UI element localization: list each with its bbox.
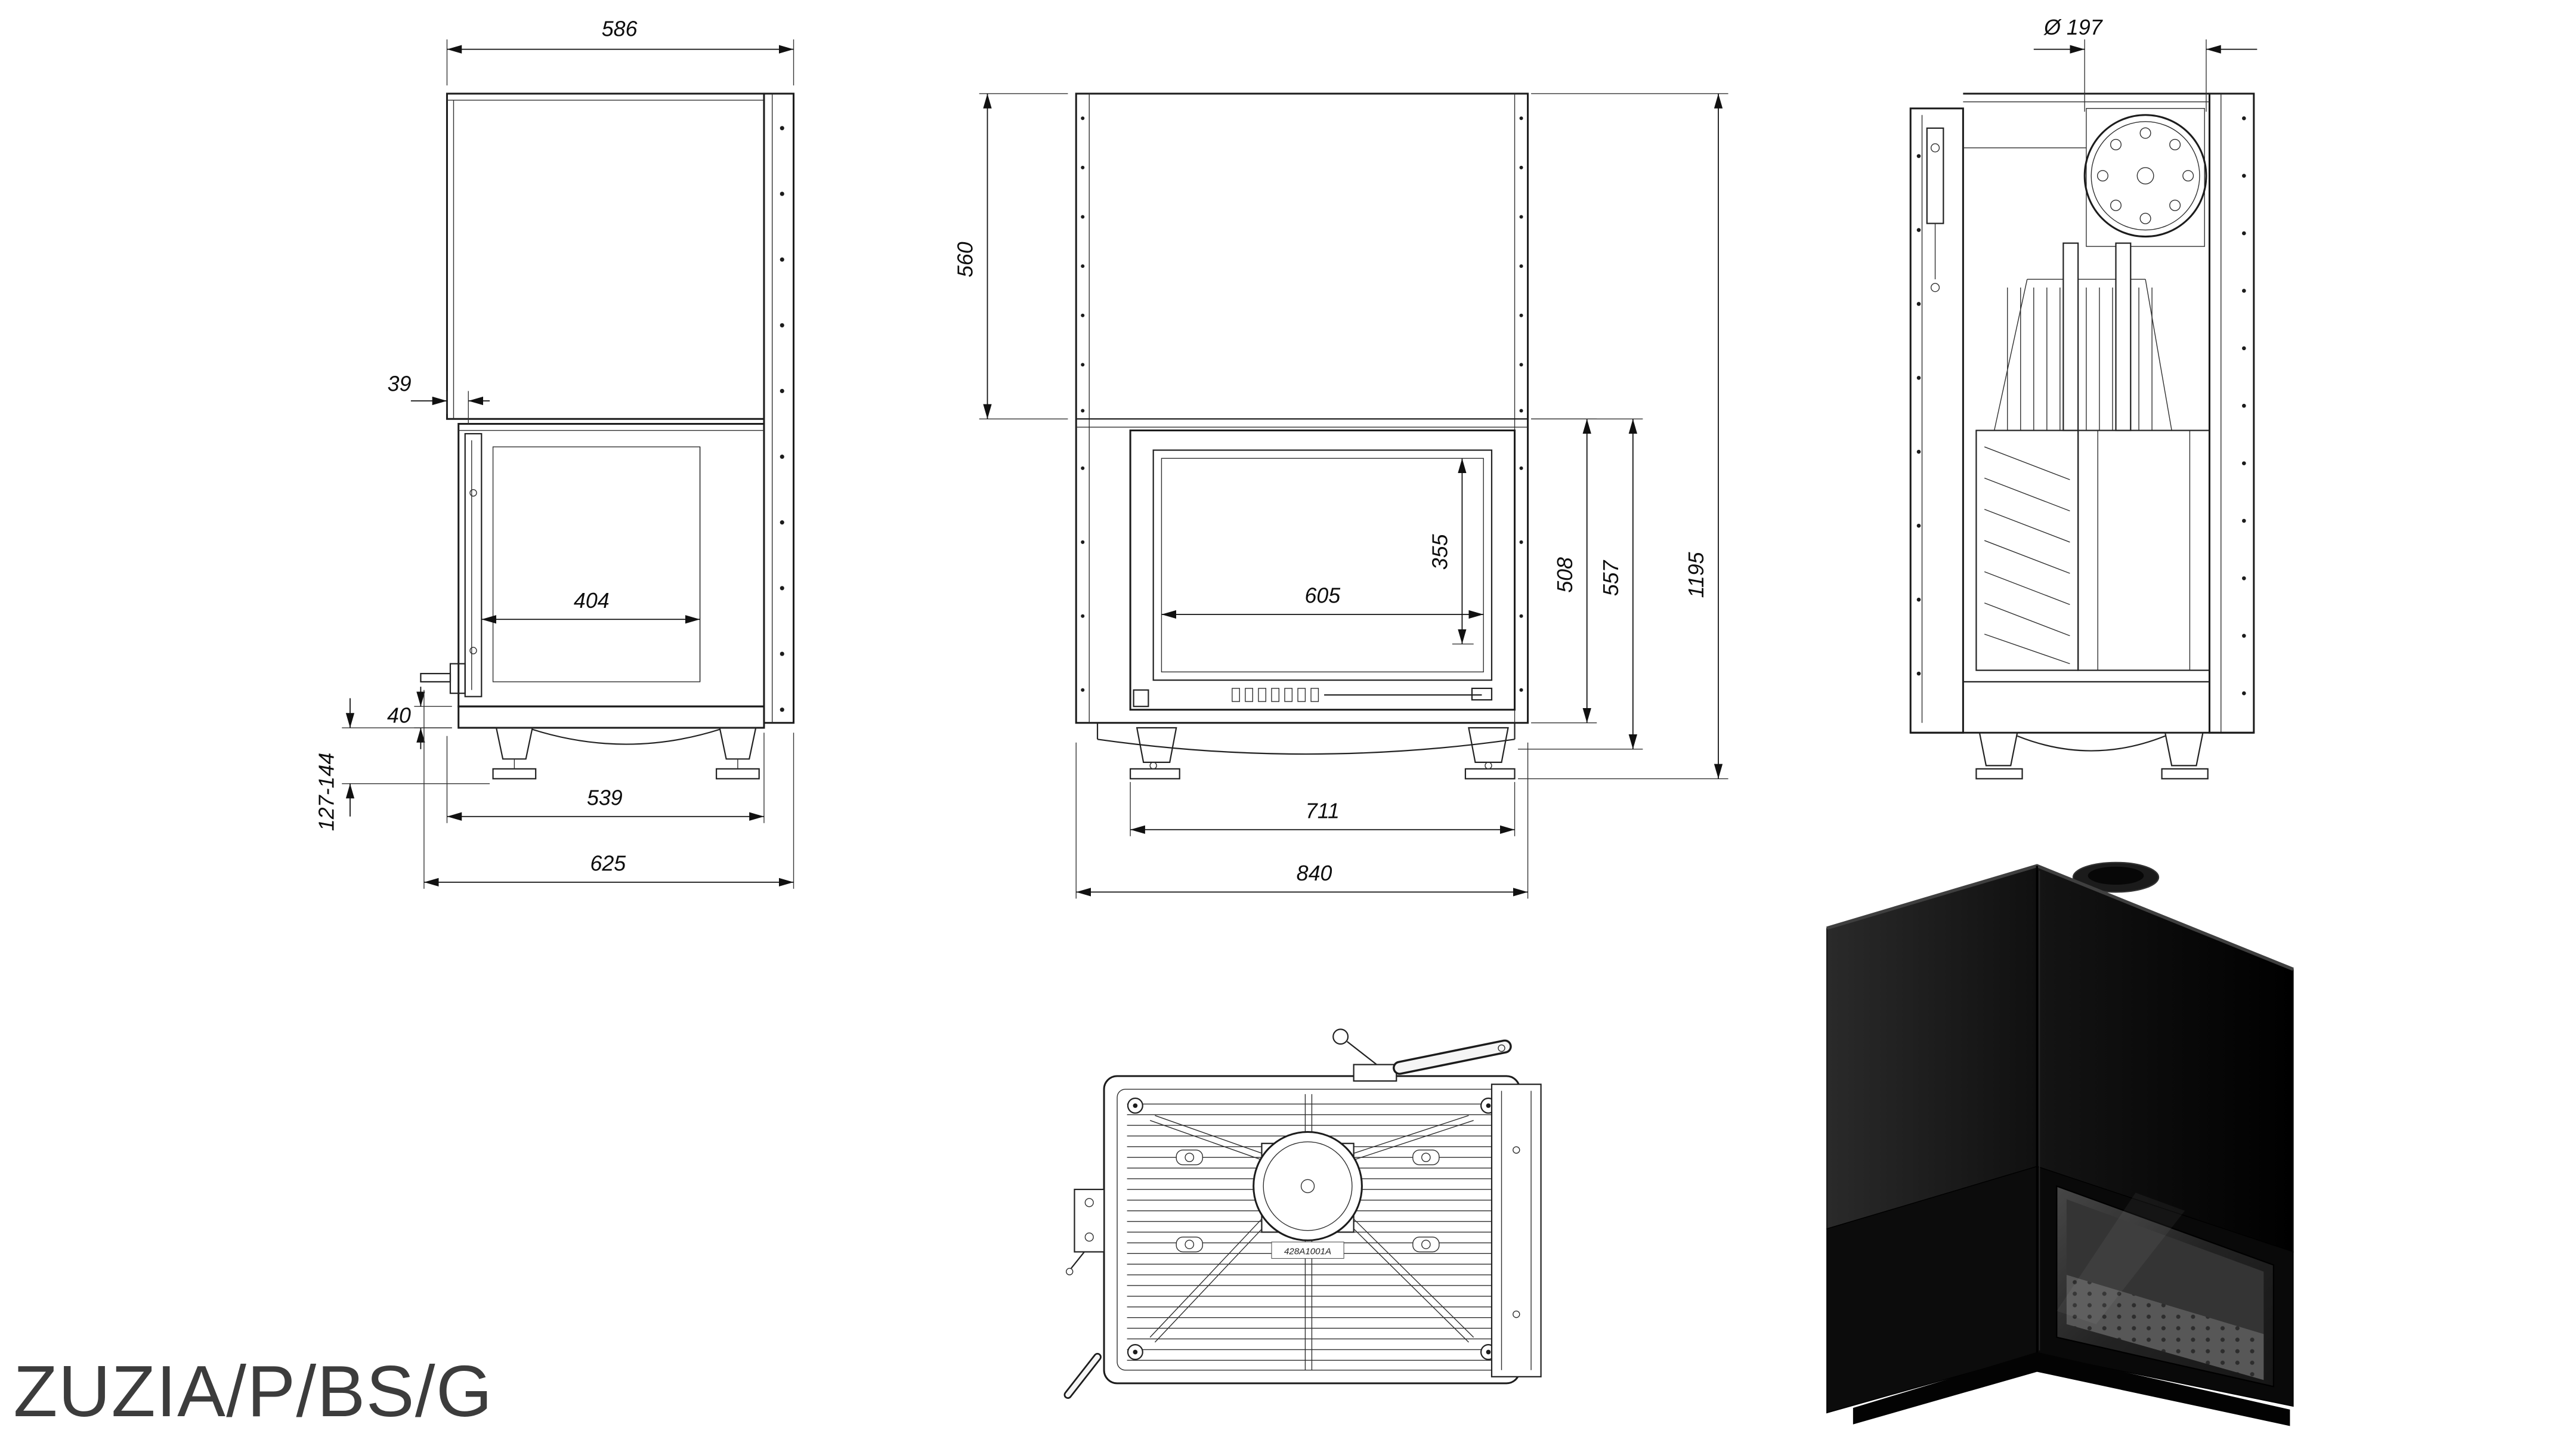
side-base-plate: [457, 705, 765, 729]
render-firebox-back-wall: [2066, 1199, 2264, 1334]
dim-539-text: 539: [587, 786, 623, 810]
front-valance-arc: [1097, 739, 1515, 755]
dim-586: 586: [446, 17, 794, 86]
front-bolt-dots: [1081, 116, 1523, 692]
rear-mid-panel: [2077, 430, 2210, 671]
rear-left-column: [1909, 107, 1964, 734]
rear-right-column: [2208, 92, 2255, 734]
rear-bolt-dots: [1916, 116, 2246, 696]
dim-127-144: 127-144: [314, 698, 490, 831]
top-corner-bar: [1063, 1352, 1102, 1399]
dim-508-text: 508: [1553, 557, 1577, 593]
dim-flue-diameter: Ø 197: [2033, 16, 2258, 112]
side-right-leg: [719, 727, 757, 760]
front-glass-frame: [1152, 449, 1493, 681]
dim-586-text: 586: [602, 17, 638, 41]
side-rear-column: [763, 92, 795, 724]
rear-flue-plate: [2086, 108, 2205, 247]
side-door-slab: [464, 432, 483, 697]
dim-625-text: 625: [590, 852, 626, 876]
side-left-leg: [495, 727, 534, 760]
dim-flue-diameter-text: Ø 197: [2043, 16, 2104, 39]
dim-39-text: 39: [388, 372, 412, 396]
top-flue-opening: [1253, 1130, 1363, 1241]
dim-127-144-text: 127-144: [314, 753, 338, 831]
dim-840: 840: [1075, 742, 1529, 899]
dim-560: 560: [954, 93, 1068, 419]
dim-1195: 1195: [1518, 93, 1728, 780]
top-plate-code: 428A1001A: [1284, 1247, 1331, 1257]
rear-coil-panel: [1975, 430, 2079, 671]
front-air-vents: [1232, 688, 1319, 702]
top-side-shield: [1490, 1083, 1542, 1377]
top-view: 428A1001A: [1063, 1028, 1542, 1399]
dim-625: 625: [423, 690, 794, 889]
front-door-frame: [1129, 430, 1516, 711]
top-diagonal-braces: [1149, 1115, 1474, 1343]
rear-right-leg: [2164, 732, 2204, 767]
front-right-leg: [1468, 727, 1509, 763]
top-left-latch: [1066, 1188, 1105, 1275]
side-valance-arc: [532, 728, 720, 745]
dim-40: 40: [387, 687, 452, 749]
dim-557-text: 557: [1599, 559, 1623, 596]
dim-1195-text: 1195: [1684, 552, 1708, 598]
side-hood-panel: [446, 92, 765, 420]
front-view: 560 605 355 508 557 1195 711 840: [954, 92, 1728, 899]
top-damper-handle: [1332, 1028, 1512, 1082]
dim-605: 605: [1161, 584, 1484, 619]
rear-valance-arc: [2017, 735, 2166, 752]
dim-840-text: 840: [1297, 861, 1332, 885]
dim-404-text: 404: [574, 589, 610, 613]
rear-view: Ø 197: [1909, 16, 2258, 780]
dim-508: 508: [1531, 418, 1597, 724]
side-firebox: [457, 423, 765, 707]
render-3d: [1826, 861, 2294, 1426]
dim-404: 404: [481, 589, 700, 624]
dim-355-text: 355: [1428, 534, 1452, 570]
side-handle: [420, 673, 452, 682]
front-glass: [1161, 458, 1484, 673]
render-glass-reflection: [2057, 1192, 2185, 1324]
render-base-plinth: [1853, 1352, 2290, 1426]
side-bolt-dots: [780, 126, 784, 712]
front-latch: [1133, 689, 1149, 707]
dim-605-text: 605: [1304, 584, 1340, 608]
dim-539: 539: [446, 733, 765, 823]
dim-560-text: 560: [954, 242, 978, 277]
rear-flue-outlet: [2083, 114, 2207, 238]
rear-left-leg: [1978, 732, 2018, 767]
dim-40-text: 40: [387, 704, 411, 728]
front-body: [1075, 92, 1529, 724]
dim-355: 355: [1428, 458, 1474, 645]
front-left-leg: [1136, 727, 1177, 763]
dim-711-text: 711: [1306, 799, 1340, 823]
render-firebox-floor-grate: [2066, 1275, 2264, 1380]
dim-711: 711: [1130, 781, 1516, 836]
model-label: ZUZIA/P/BS/G: [13, 1351, 493, 1432]
dim-39: 39: [388, 372, 490, 424]
side-view: 586 39 404 40 127-144 539 625: [314, 17, 795, 889]
dim-557: 557: [1518, 418, 1643, 750]
top-mount-slots: [1176, 1150, 1440, 1253]
rear-heat-exchanger-fins: [1994, 242, 2172, 431]
